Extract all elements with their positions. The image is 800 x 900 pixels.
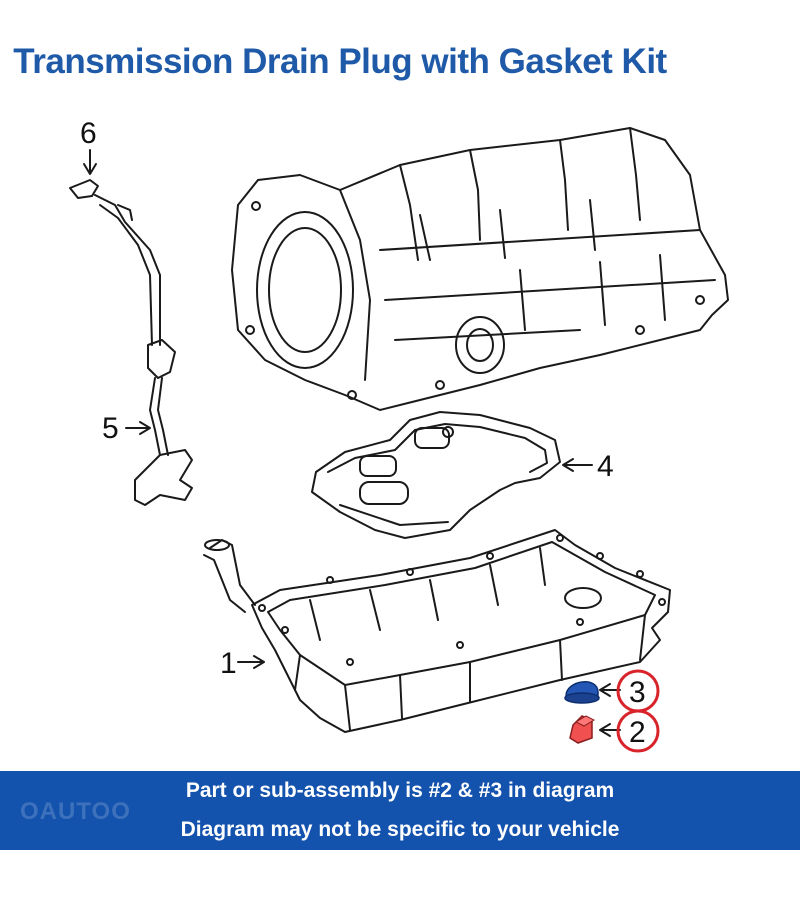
gasket-part [564,681,600,704]
brand-watermark: OAUTOO [20,798,131,825]
dipstick-and-tube [69,179,193,506]
transmission-oil-pan [203,529,671,733]
diagram-title: Transmission Drain Plug with Gasket Kit [13,42,667,81]
callout-4: 4 [597,450,614,483]
info-banner: Part or sub-assembly is #2 & #3 in diagr… [0,771,800,850]
transmission-filter [311,411,561,539]
banner-part-note: Part or sub-assembly is #2 & #3 in diagr… [185,779,615,802]
callout-5: 5 [102,412,119,445]
callout-1: 1 [220,647,237,680]
banner-disclaimer: Diagram may not be specific to your vehi… [180,818,620,841]
drain-plug-part [569,715,596,744]
callout-leaders [83,149,621,737]
callout-2: 2 [629,716,646,749]
callout-3: 3 [629,676,646,709]
transmission-case [231,127,729,411]
callout-6: 6 [80,117,97,150]
highlight-circle-2 [616,709,660,753]
